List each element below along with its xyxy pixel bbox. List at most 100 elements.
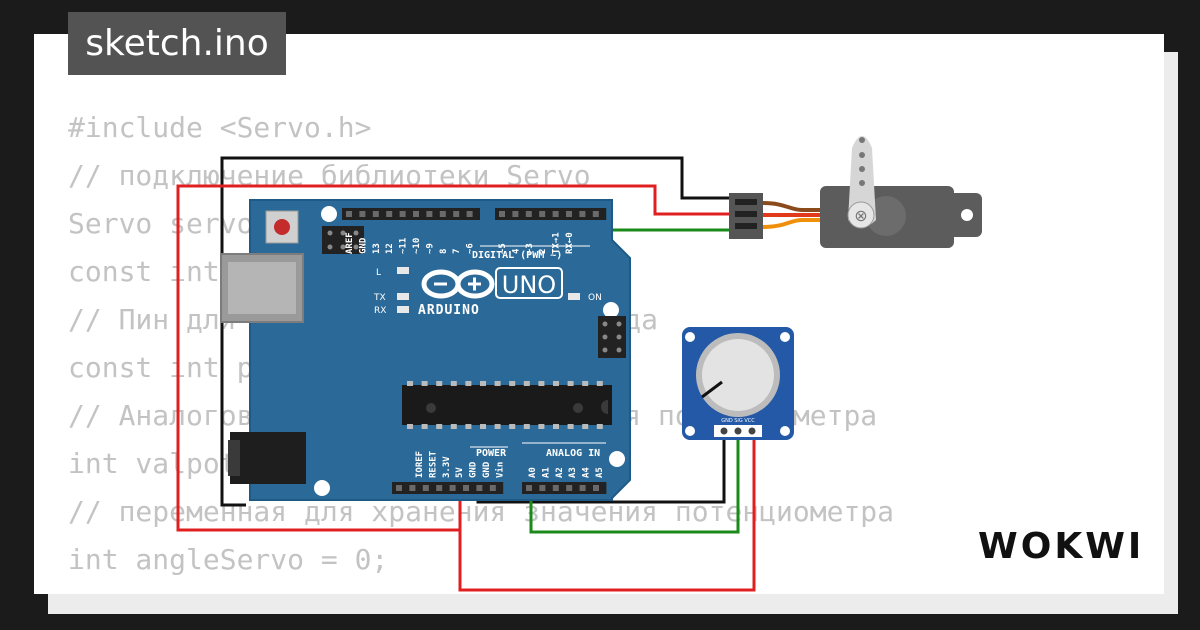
header-pin [449,485,456,491]
header-pin [552,211,559,217]
header-pin [439,211,446,217]
analog-pin-label: A0 [528,467,538,478]
header-pin [372,211,379,217]
header-pin [409,485,416,491]
section-analog: ANALOG IN [546,448,600,459]
digital-pin-label: ~11 [399,238,409,254]
header-pin [359,211,366,217]
header-pin [593,485,599,491]
power-pin-label: IOREF [415,451,425,478]
icsp-header [322,226,364,254]
header-pin [579,211,586,217]
code-line: // [68,584,894,594]
svg-text:TX: TX [373,293,386,303]
file-tab[interactable]: sketch.ino [68,12,286,75]
analog-pin-label: A2 [555,467,565,478]
microcontroller-chip [402,381,612,429]
digital-pin-label: ~3 [525,243,535,254]
board-brand: ARDUINO [418,303,480,318]
pot-knob-pointer [701,380,723,399]
svg-text:ON: ON [588,293,602,303]
wokwi-logo[interactable]: WOKWI [978,526,1145,567]
header-pin [386,211,393,217]
wire-pot-signal [529,430,740,534]
digital-pin-label: 12 [385,243,395,254]
svg-text:RX: RX [374,306,386,316]
header-pin [463,485,469,491]
power-pin-label: 3.3V [442,456,452,478]
led-l: L [376,267,409,278]
pot-pin-vcc [748,427,756,435]
header-pin [426,211,433,217]
power-pin-label: GND [482,461,492,478]
mounting-hole [609,451,625,467]
header-pin [579,485,586,491]
code-line: int angleServo = 0; [68,543,389,576]
servo-wire-brown [762,201,822,212]
digital-pin-label: 4 [511,248,521,254]
digital-pin-label: 7 [452,249,462,254]
header-pin [539,211,546,217]
digital-pin-label: TX→1 [552,232,562,254]
power-pin-label: GND [469,461,479,478]
header-pin [346,211,352,217]
header-pin [499,211,505,217]
header-pin [512,211,519,217]
pot-pin-sig [734,427,742,435]
header-pin [525,211,532,217]
digital-pin-label: 2 [538,249,548,254]
analog-pin-label: A3 [568,467,578,478]
header-pin [466,211,473,217]
pot-pin-gnd [720,427,728,435]
wire-servo-ground [220,156,737,507]
arduino-logo: UNO ARDUINO [418,267,563,318]
header-pin [552,485,559,491]
icsp-header [598,316,626,358]
pin-header [392,482,504,494]
code-line: #include <Servo.h> [68,111,372,144]
header-pin [526,485,532,491]
header-pin [399,211,406,217]
digital-pin-label: 13 [372,243,382,254]
pin-header [495,208,607,220]
section-digital: DIGITAL (PWM ~) [472,250,562,261]
potentiometer: GND SIG VCC [682,327,794,440]
analog-pin-label: A4 [582,467,592,478]
header-pin [592,211,599,217]
digital-pin-label: 8 [439,249,449,254]
board-model: UNO [502,271,556,299]
digital-header [342,208,607,220]
header-pin [566,485,573,491]
mounting-hole [603,302,619,318]
analog-pin-label: A5 [595,467,605,478]
header-pin [436,485,443,491]
header-pin [413,211,419,217]
header-pin [566,211,572,217]
mounting-hole [314,480,330,496]
section-power: POWER [476,448,507,459]
header-pin [422,485,429,491]
digital-pin-label: GND [358,237,368,254]
pot-pin-labels: GND SIG VCC [721,418,755,424]
digital-pin-label: ~9 [425,243,435,254]
digital-pin-label: RX←0 [565,232,575,254]
digital-pin-label: ~6 [466,243,476,254]
servo-wire-orange [762,218,822,229]
digital-pin-label: ~5 [498,243,508,254]
servo-motor: ⊗ [729,136,982,248]
header-pin [539,485,546,491]
power-jack [230,432,306,484]
analog-pin-label: A1 [541,467,551,478]
digital-pin-label: AREF [345,232,355,254]
power-pin-label: Vin [494,462,505,478]
led-on: ON [568,293,602,303]
led-rx: RX [374,306,409,316]
led-tx: TX [373,293,409,303]
header-pin [489,485,496,491]
power-pin-label: 5V [455,467,465,478]
servo-screw-icon: ⊗ [854,206,867,225]
wire-pot-power [458,430,756,592]
mounting-hole [321,206,337,222]
